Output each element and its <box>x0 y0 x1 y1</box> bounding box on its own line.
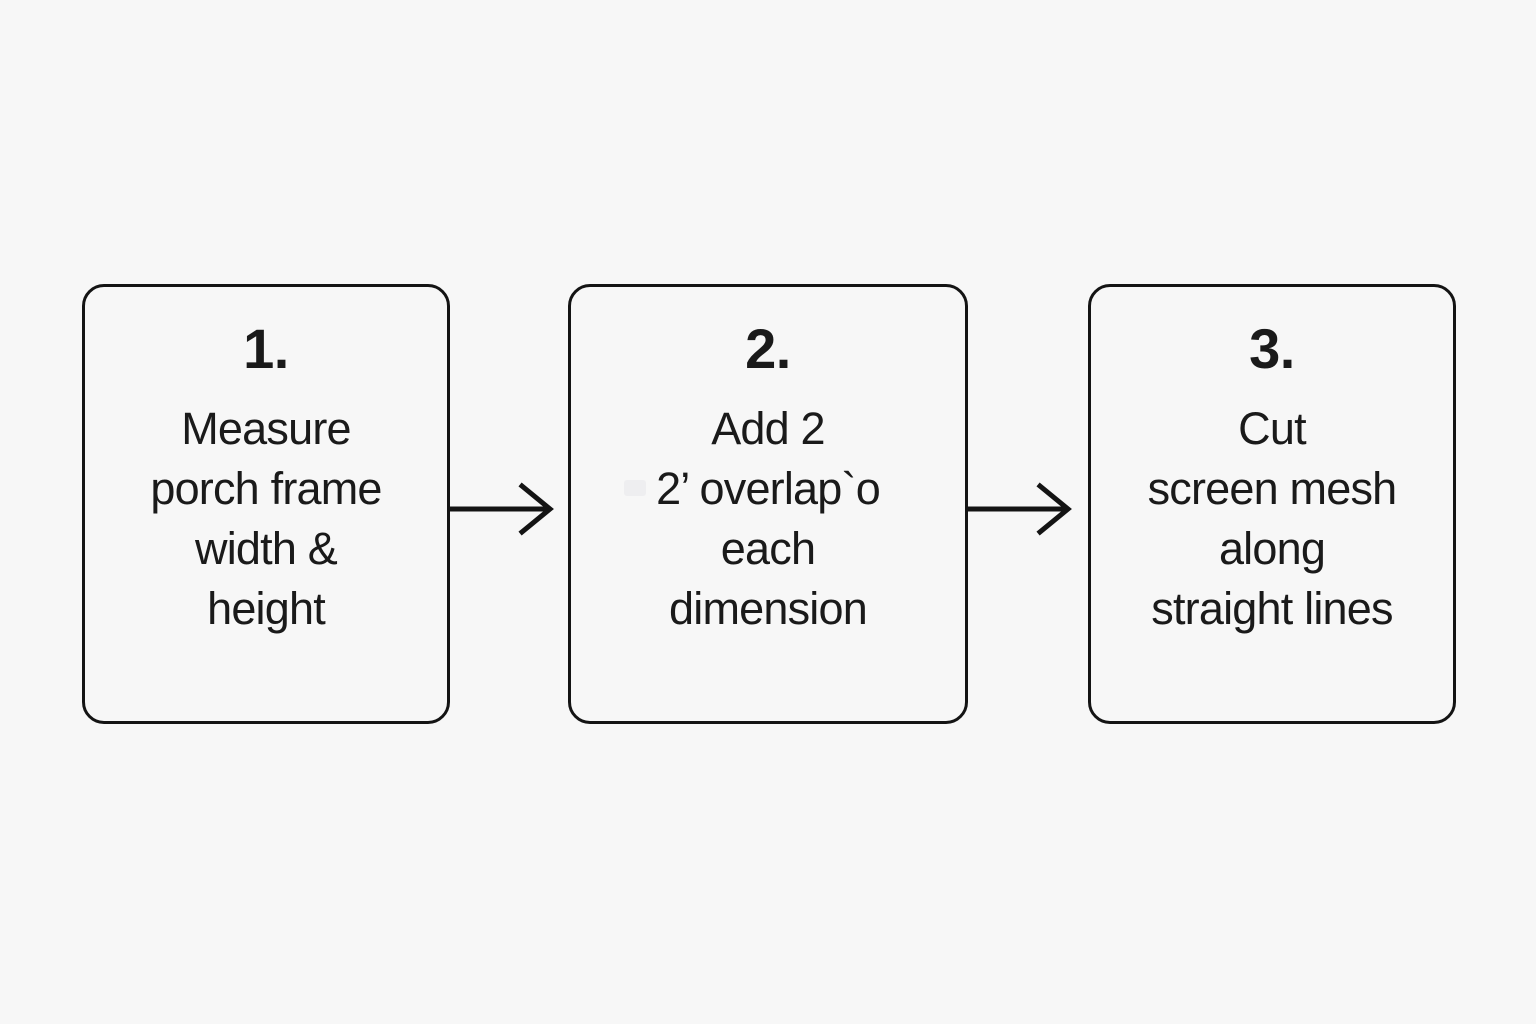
step-text-line: height <box>207 583 326 634</box>
step-text-line: each <box>720 523 816 574</box>
arrow-right-icon <box>966 482 1072 536</box>
step-text-line: width & <box>195 523 338 574</box>
step-box-1[interactable]: 1. Measure porch frame width & height <box>82 284 450 724</box>
step-text-line: 2’ overlap`o <box>656 463 881 514</box>
step-text-line: dimension <box>669 583 868 634</box>
step-box-2[interactable]: 2. Add 2 2’ overlap`o each dimension <box>568 284 968 724</box>
step-number-1: 1. <box>243 317 289 380</box>
arrow-step2-to-step3 <box>964 478 1092 540</box>
arrow-step1-to-step2 <box>446 478 574 540</box>
step-number-2: 2. <box>745 317 791 380</box>
step-text-line: straight lines <box>1151 583 1393 634</box>
step-text-line: along <box>1218 523 1326 574</box>
step-text-line: porch frame <box>150 463 382 514</box>
step-text-1: Measure porch frame width & height <box>85 399 447 639</box>
render-artifact-smudge <box>624 480 646 496</box>
step-text-line: Measure <box>181 403 351 454</box>
step-text-2: Add 2 2’ overlap`o each dimension <box>571 399 965 639</box>
step-box-3[interactable]: 3. Cut screen mesh along straight lines <box>1088 284 1456 724</box>
step-number-3: 3. <box>1249 317 1295 380</box>
step-text-line: Cut <box>1238 403 1306 454</box>
step-text-line: Add 2 <box>711 403 825 454</box>
step-text-line: screen mesh <box>1147 463 1398 514</box>
step-text-3: Cut screen mesh along straight lines <box>1091 399 1453 639</box>
arrow-right-icon <box>448 482 554 536</box>
